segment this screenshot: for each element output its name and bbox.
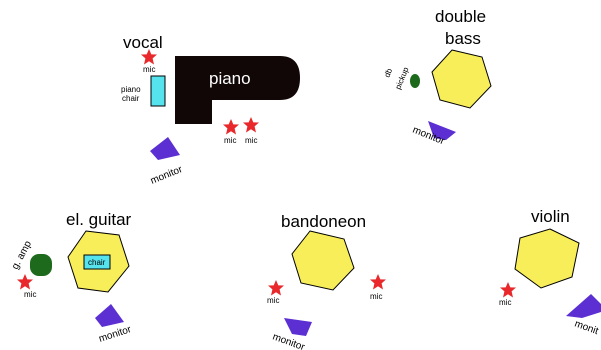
violin-monitor <box>566 294 601 318</box>
el-guitar-monitor-label: monitor <box>98 324 134 345</box>
piano <box>175 56 300 124</box>
bandoneon-mic-1-label: mic <box>267 296 279 305</box>
violin-player-hexagon <box>514 228 580 289</box>
double-bass-area: double bass db pickup monitor <box>383 7 492 148</box>
piano-mic-2-label: mic <box>245 136 257 145</box>
db-pickup-label-line2: pickup <box>394 65 411 90</box>
el-guitar-monitor <box>95 304 124 327</box>
violin-label: violin <box>531 207 570 226</box>
el-guitar-label: el. guitar <box>66 210 132 229</box>
guitar-mic-label: mic <box>24 290 36 299</box>
violin-mic-star-icon <box>500 282 516 298</box>
db-pickup-label-line1: db <box>383 67 395 79</box>
piano-chair-label-line2: chair <box>122 94 140 103</box>
piano-chair-label-line1: piano <box>121 85 141 94</box>
bandoneon-area: bandoneon mic mic monitor <box>267 212 386 350</box>
piano-chair <box>150 75 166 107</box>
bandoneon-mic-2-star-icon <box>370 274 386 290</box>
bandoneon-player-hexagon <box>291 230 355 291</box>
piano-mic-1-star-icon <box>223 119 239 135</box>
guitar-mic-star-icon <box>17 274 33 290</box>
double-bass-player-hexagon <box>431 49 492 109</box>
violin-area: violin mic monit <box>499 207 601 337</box>
vocal-label: vocal <box>123 33 163 52</box>
double-bass-monitor <box>428 121 456 140</box>
piano-monitor-label: monitor <box>149 164 185 187</box>
el-guitar-area: el. guitar chair g. amp mic monitor <box>10 210 133 345</box>
bandoneon-label: bandoneon <box>281 212 366 231</box>
piano-label: piano <box>209 69 251 88</box>
vocal-mic-label: mic <box>143 65 155 74</box>
double-bass-label-line1: double <box>435 7 486 26</box>
bandoneon-mic-2-label: mic <box>370 292 382 301</box>
el-guitar-chair <box>83 254 111 270</box>
violin-monitor-label: monit <box>573 318 600 337</box>
double-bass-label-line2: bass <box>445 29 481 48</box>
piano-mic-1-label: mic <box>224 136 236 145</box>
db-pickup <box>410 74 420 88</box>
piano-monitor <box>150 137 180 160</box>
guitar-amp <box>30 254 52 276</box>
bandoneon-mic-1-star-icon <box>268 280 284 296</box>
bandoneon-monitor <box>284 318 312 336</box>
piano-mic-2-star-icon <box>243 117 259 133</box>
violin-mic-label: mic <box>499 298 511 307</box>
piano-area: vocal mic piano chair piano mic mic moni… <box>121 33 300 187</box>
el-guitar-chair-label: chair <box>88 258 106 267</box>
